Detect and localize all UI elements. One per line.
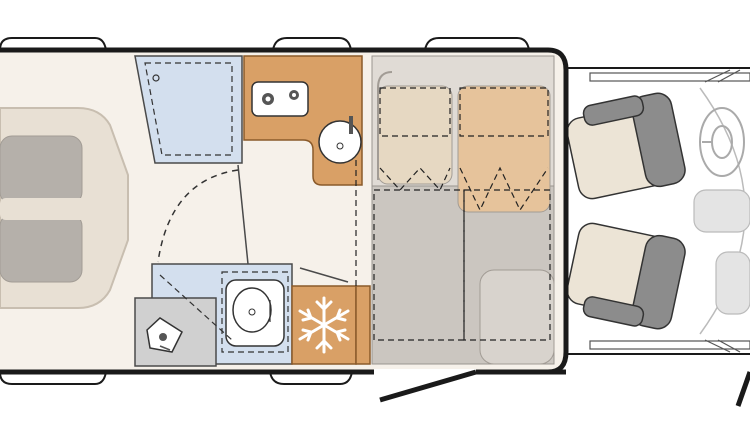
shower-cabin (134, 55, 243, 164)
fridge (291, 285, 371, 365)
dinette-bed (355, 55, 555, 365)
partitions (157, 164, 349, 283)
rear-pillow-left (0, 135, 83, 205)
washroom (134, 263, 293, 367)
entrance-door (374, 369, 566, 403)
toilet-icon (225, 279, 285, 347)
bed-cushion-right (457, 85, 551, 213)
kitchen-counter (243, 55, 363, 186)
stove-icon (251, 81, 309, 117)
steering-wheel-icon (699, 107, 745, 177)
washbasin-icon (146, 317, 183, 353)
seat-icon (566, 92, 686, 200)
window-bumps (0, 37, 531, 385)
sink-icon (318, 116, 362, 164)
bed-cushion-left (377, 85, 453, 185)
rear-bed (0, 107, 129, 309)
seat-icon (566, 222, 686, 330)
cab-seats (566, 92, 750, 330)
rear-pillow-right (0, 213, 83, 283)
snowflake-icon (298, 296, 350, 354)
shower-drain-icon (152, 74, 160, 82)
